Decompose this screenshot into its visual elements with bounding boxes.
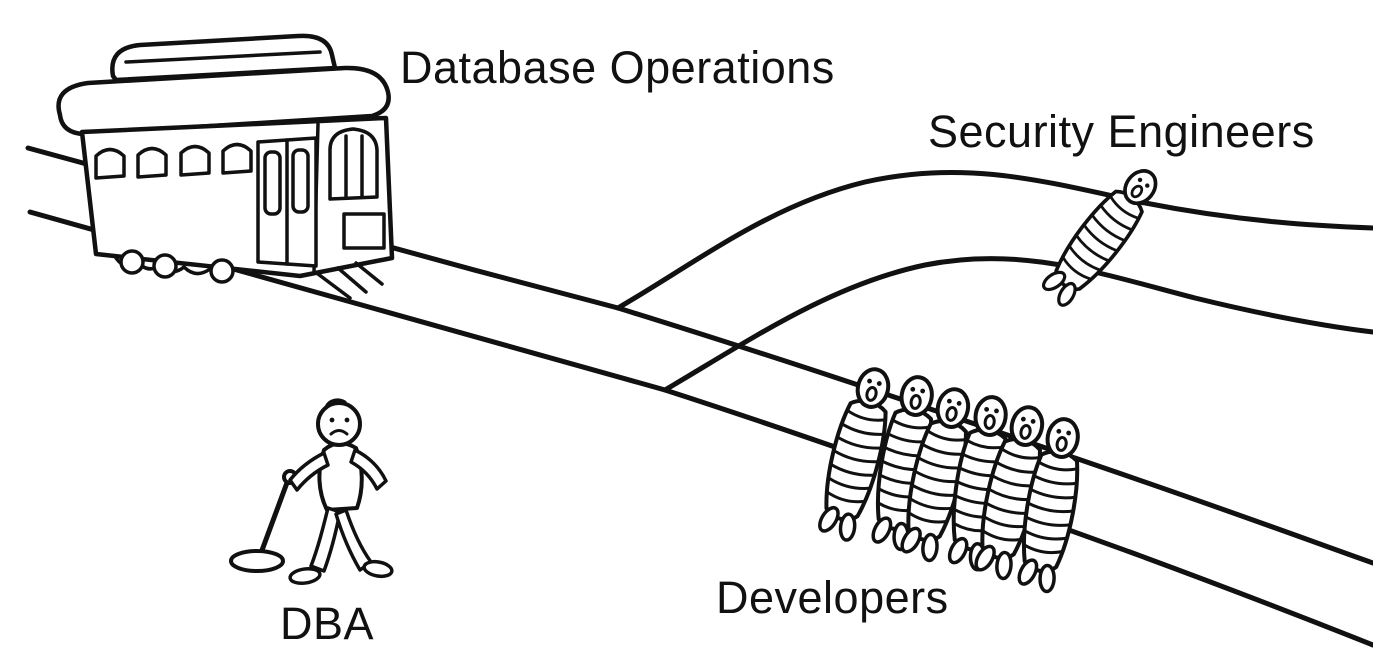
track-upper-branch (615, 169, 1373, 393)
developers-group (813, 364, 1089, 594)
dba-label: DBA (280, 598, 375, 649)
trolley-cowcatcher (316, 261, 384, 300)
track-lever (229, 469, 298, 573)
developers-label: Developers (716, 572, 949, 623)
trolley-side-windows (94, 142, 253, 180)
trolley-label: Database Operations (400, 42, 835, 93)
trolley (56, 33, 395, 300)
dba-figure (288, 398, 394, 585)
security-engineers-label: Security Engineers (928, 106, 1315, 157)
trolley-front (328, 127, 386, 250)
trolley-doors (256, 136, 318, 268)
trolley-wheels (114, 249, 235, 284)
